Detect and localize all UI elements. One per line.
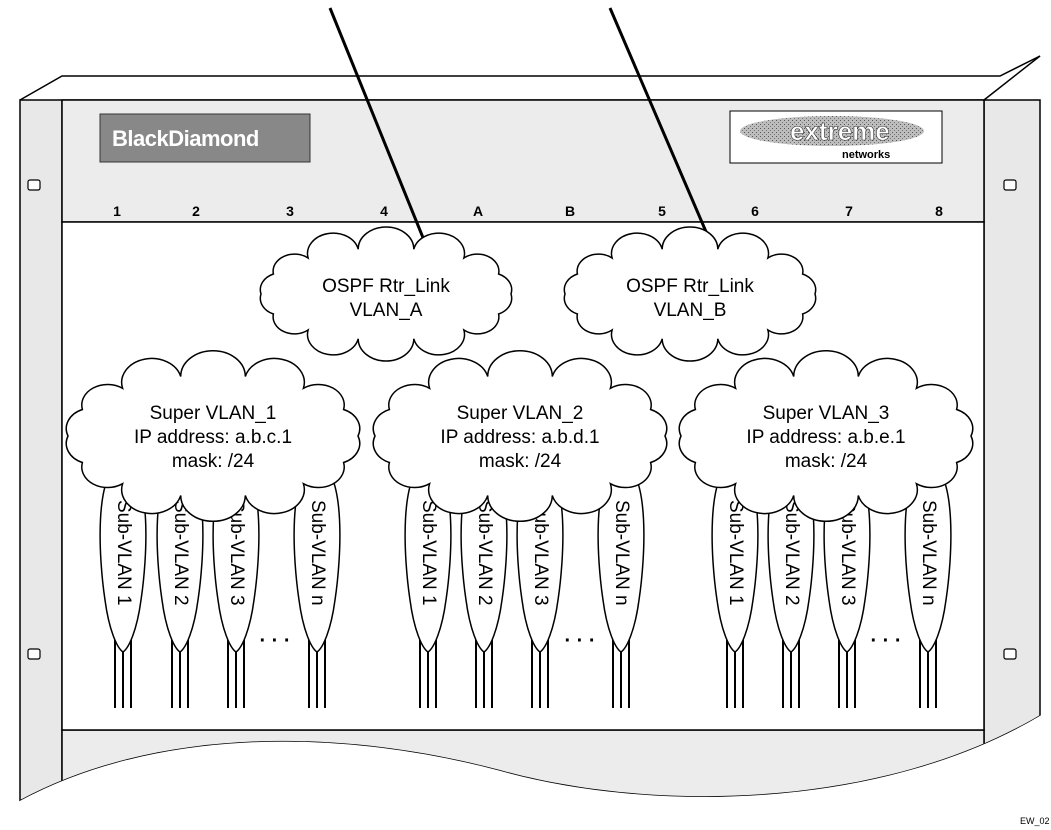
slot-label: 1 — [113, 203, 121, 219]
blackdiamond-logo: BlackDiamond — [100, 114, 310, 162]
super-vlan-name: Super VLAN_1 — [150, 403, 277, 424]
sub-vlan-label: Sub-VLAN 1 — [725, 500, 746, 606]
mount-hole-icon — [28, 180, 40, 190]
slot-label: 8 — [935, 203, 943, 219]
slot-label: 7 — [845, 203, 853, 219]
more-sub-vlans-ellipsis: · · · — [259, 630, 290, 652]
router-link-title: OSPF Rtr_Link — [626, 276, 754, 297]
left-rack-ear — [20, 100, 62, 800]
sub-vlan-label: Sub-VLAN 1 — [418, 500, 439, 606]
more-sub-vlans-ellipsis: · · · — [564, 630, 595, 652]
mount-hole-icon — [1004, 649, 1016, 659]
super-vlan-ip: IP address: a.b.d.1 — [440, 427, 599, 448]
sub-vlan-label: Sub-VLAN 2 — [474, 500, 495, 606]
slot-label: 3 — [286, 203, 294, 219]
router-link-vlan: VLAN_A — [350, 300, 423, 321]
sub-vlan-label: Sub-VLAN 2 — [170, 500, 191, 606]
router-link-vlan: VLAN_B — [654, 300, 727, 321]
slot-label: B — [565, 203, 575, 219]
sub-vlan-label: Sub-VLAN 2 — [781, 500, 802, 606]
super-vlan-mask: mask: /24 — [785, 451, 868, 472]
chassis-top-edge — [20, 56, 1040, 100]
slot-label: 4 — [380, 203, 388, 219]
svg-text:extreme: extreme — [790, 116, 890, 146]
bottom-panel — [62, 730, 984, 830]
extreme-networks-logo: extreme networks — [730, 111, 942, 163]
super-vlan-ip: IP address: a.b.e.1 — [746, 427, 905, 448]
super-vlan-ip: IP address: a.b.c.1 — [134, 427, 292, 448]
slot-label: 6 — [751, 203, 759, 219]
super-vlan-name: Super VLAN_3 — [763, 403, 890, 424]
sub-vlan-label: Sub-VLAN n — [918, 500, 939, 606]
more-sub-vlans-ellipsis: · · · — [870, 630, 901, 652]
figure-id: EW_02 — [1020, 816, 1050, 826]
slot-label: 2 — [192, 203, 200, 219]
sub-vlan-label: Sub-VLAN n — [611, 500, 632, 606]
right-rack-ear — [984, 100, 1040, 800]
mount-hole-icon — [28, 649, 40, 659]
super-vlan-mask: mask: /24 — [172, 451, 255, 472]
slot-label: 5 — [658, 203, 666, 219]
slot-label: A — [473, 203, 483, 219]
super-vlan-mask: mask: /24 — [479, 451, 562, 472]
svg-text:BlackDiamond: BlackDiamond — [112, 126, 259, 151]
sub-vlan-label: Sub-VLAN n — [307, 500, 328, 606]
svg-text:networks: networks — [842, 149, 890, 161]
sub-vlan-label: Sub-VLAN 1 — [113, 500, 134, 606]
router-link-title: OSPF Rtr_Link — [322, 276, 450, 297]
mount-hole-icon — [1004, 180, 1016, 190]
super-vlan-name: Super VLAN_2 — [457, 403, 584, 424]
